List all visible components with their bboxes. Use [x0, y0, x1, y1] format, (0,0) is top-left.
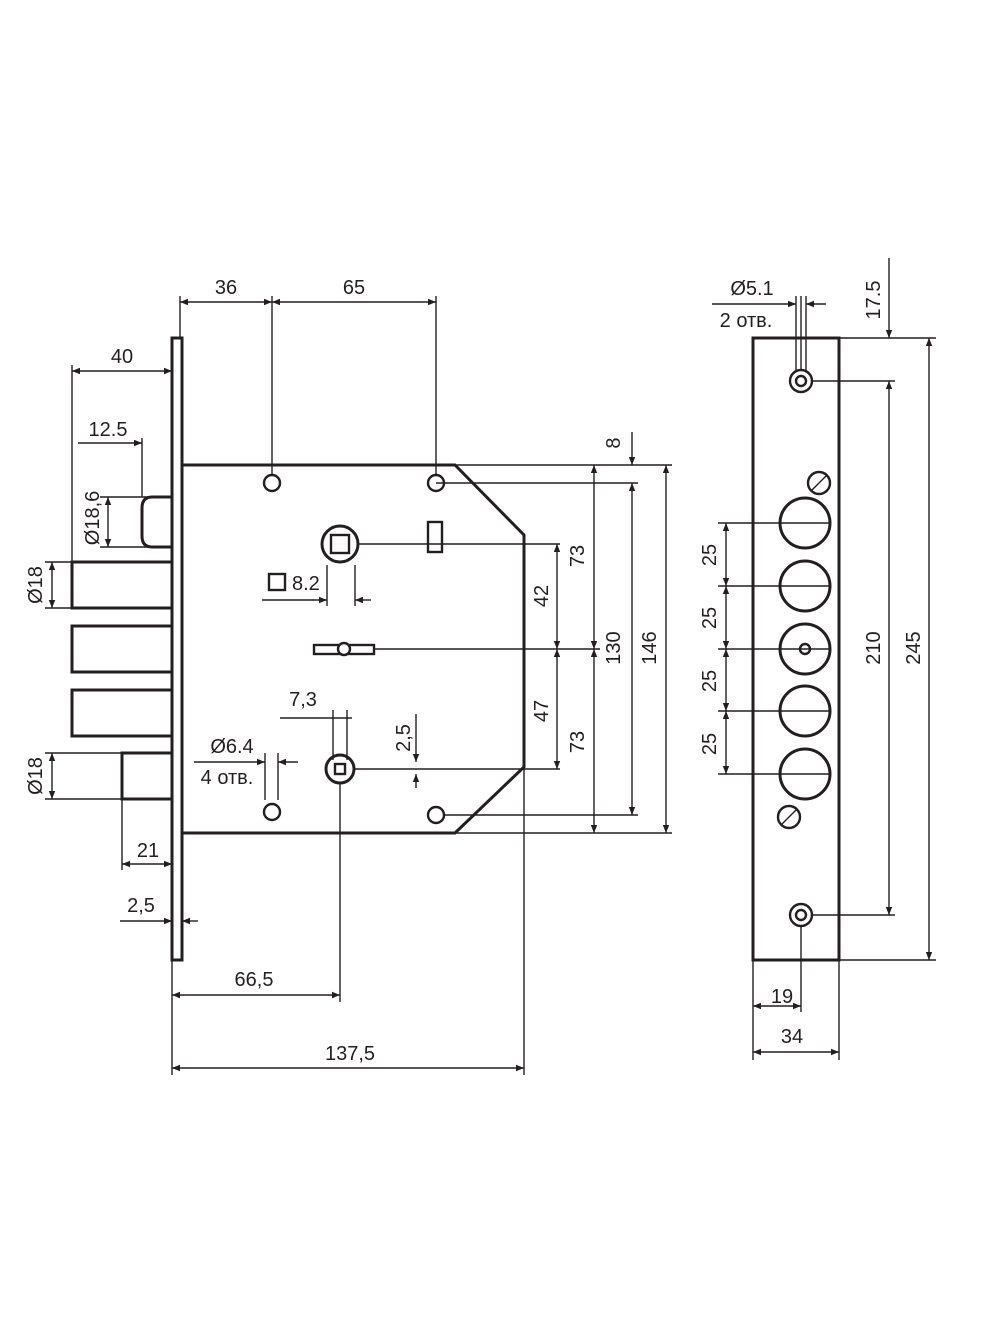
mount-hole-icon — [262, 473, 282, 493]
mount-hole-icon — [426, 805, 446, 825]
dim-label: 8 — [603, 437, 625, 448]
dim-label: 2,5 — [127, 895, 155, 917]
dim-label: 8.2 — [292, 573, 320, 595]
dim-label: 73 — [567, 731, 589, 753]
spindle-square-icon — [329, 533, 351, 555]
dim-label: 19 — [771, 986, 793, 1008]
dim-label: Ø18 — [25, 566, 47, 604]
keyhole-icon — [312, 641, 376, 657]
dim-label: 73 — [567, 545, 589, 567]
screw-icon — [806, 470, 832, 496]
dim-label: 12.5 — [89, 419, 128, 441]
dim-label: 137,5 — [325, 1043, 375, 1065]
dim-label: 17.5 — [863, 281, 885, 320]
dim-label: 21 — [137, 840, 159, 862]
dead-bolt-4 — [120, 751, 174, 801]
dead-bolt-1 — [70, 560, 174, 610]
dim-label: 25 — [699, 733, 721, 755]
dead-bolt-2 — [70, 624, 174, 674]
dim-label: Ø5.1 — [730, 278, 773, 300]
dead-bolt-3 — [70, 688, 174, 738]
dim-label: 36 — [215, 277, 237, 299]
dim-label: 7,3 — [289, 689, 317, 711]
slot-icon — [426, 520, 444, 554]
dim-label: 34 — [781, 1026, 803, 1048]
dim-label: 65 — [343, 277, 365, 299]
dim-label: 66,5 — [235, 969, 274, 991]
dim-label: Ø18 — [25, 757, 47, 795]
dim-label: Ø18,6 — [82, 491, 104, 545]
fixing-hole-icon — [788, 368, 814, 394]
dim-label: 4 отв. — [201, 767, 254, 789]
cam-square-icon — [333, 762, 347, 776]
dim-label: 42 — [531, 585, 553, 607]
mount-hole-icon — [262, 802, 282, 822]
dim-label: 25 — [699, 544, 721, 566]
fixing-hole-icon — [788, 902, 814, 928]
front-view: 36 65 40 12.5 Ø18,6 Ø18 Ø18 21 2,5 8.2 7… — [25, 277, 672, 1075]
dim-label: 146 — [639, 631, 661, 664]
dim-label: 40 — [111, 346, 133, 368]
dim-label: Ø6.4 — [210, 736, 253, 758]
dim-label: 2 отв. — [720, 310, 773, 332]
dim-label: 2,5 — [393, 724, 415, 752]
screw-icon — [776, 804, 802, 830]
latch-bolt — [140, 495, 174, 549]
dim-label: 210 — [863, 631, 885, 664]
dim-label: 130 — [603, 631, 625, 664]
dim-label: 25 — [699, 670, 721, 692]
dim-label: 25 — [699, 607, 721, 629]
faceplate-view: Ø5.1 2 отв. 17.5 25 25 25 25 210 245 19 … — [699, 258, 936, 1060]
dim-label: 47 — [531, 700, 553, 722]
square-spindle-icon — [267, 572, 287, 592]
dim-label: 245 — [903, 631, 925, 664]
